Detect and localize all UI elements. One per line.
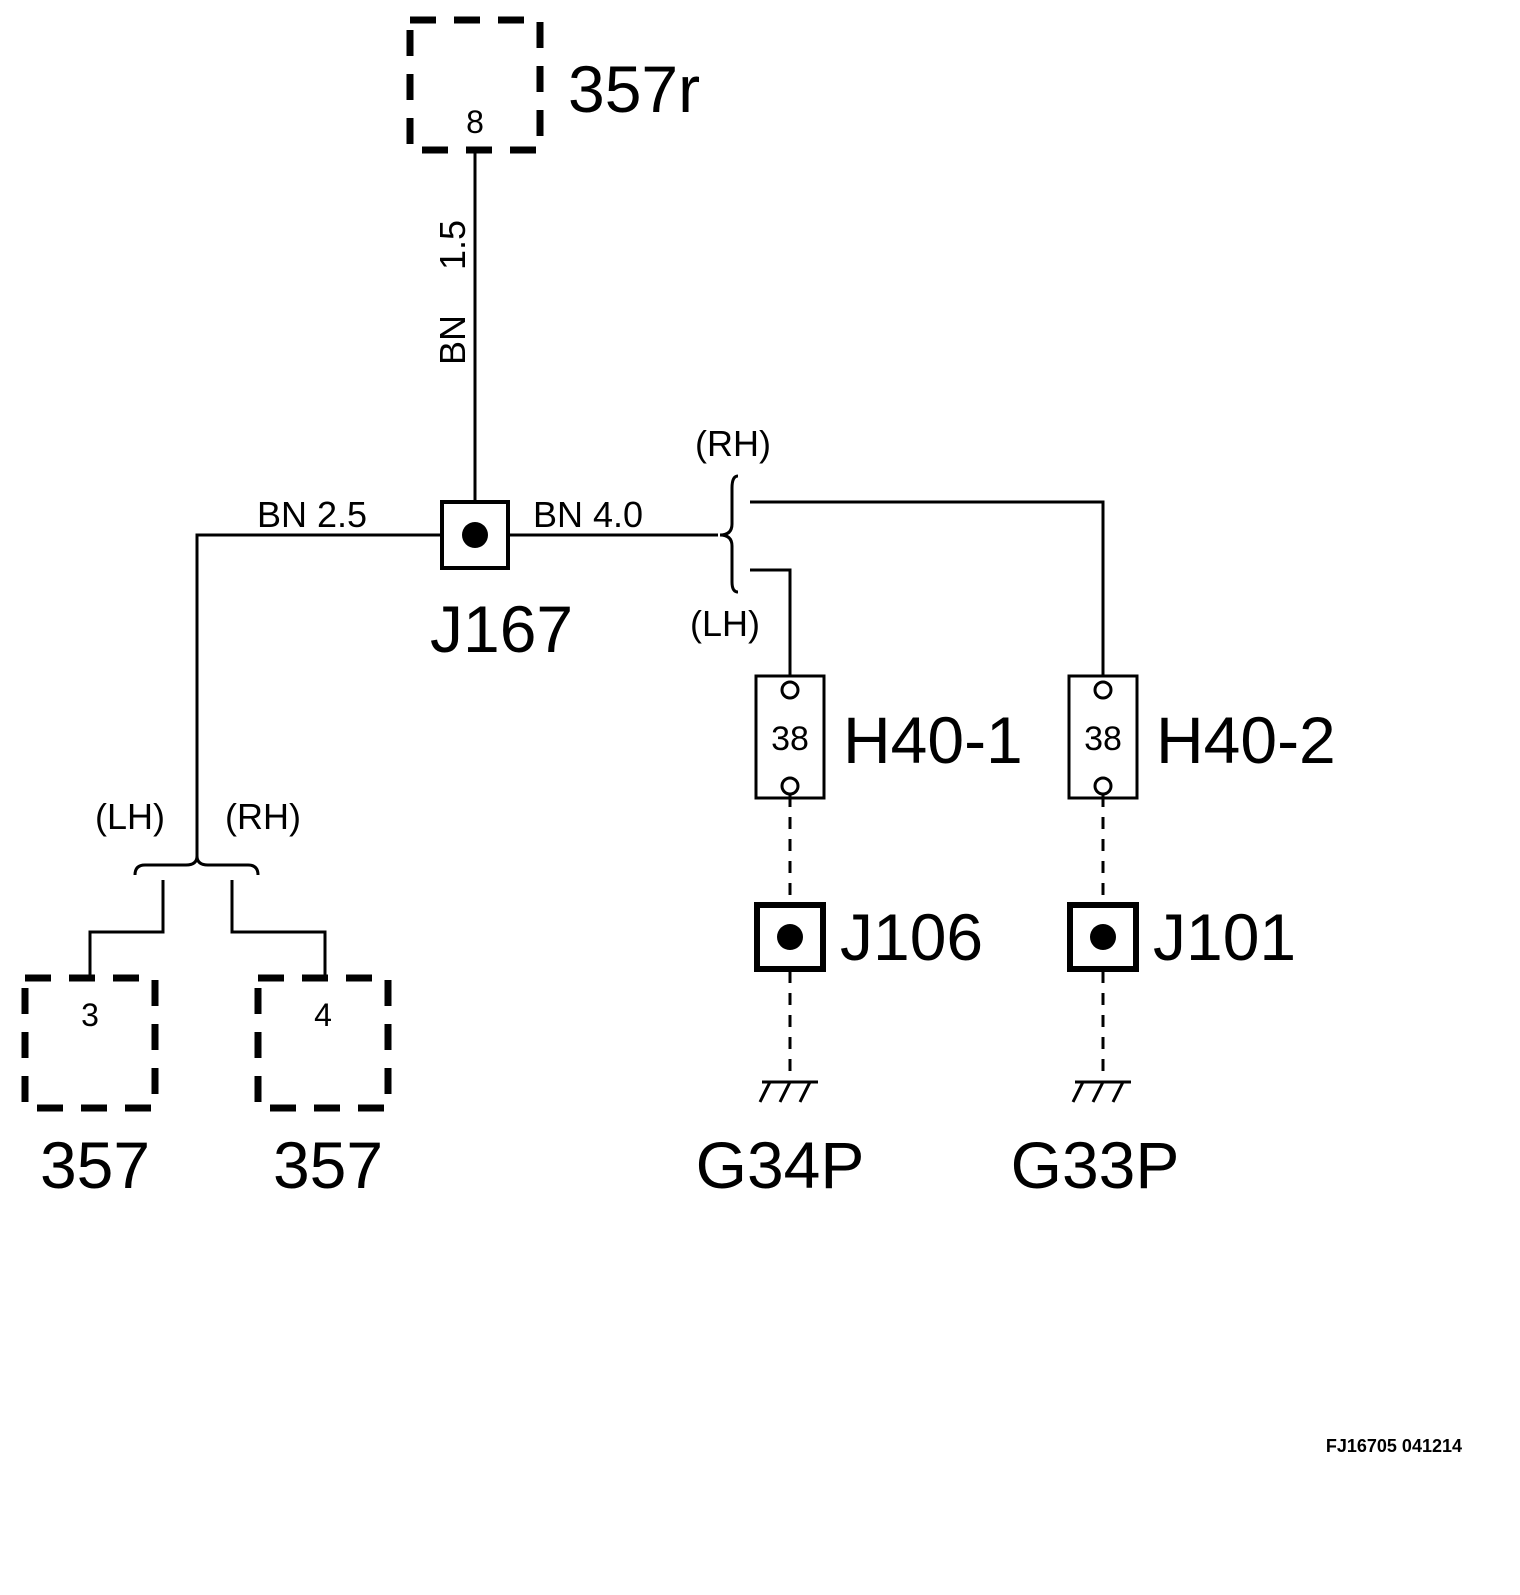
figure-id: FJ16705 041214 [1326, 1436, 1462, 1456]
ground-g34p-label: G34P [696, 1128, 865, 1202]
connector-357r-label: 357r [568, 52, 700, 126]
connector-357-pin4-label: 357 [273, 1128, 383, 1202]
variant-lower-rh: (RH) [225, 796, 301, 837]
wire-rh-branch [750, 500, 1105, 678]
h40-2-pin-top [1093, 680, 1113, 700]
connector-357-pin3-outline [21, 974, 159, 1112]
ground-splice-j101: J101 [1067, 900, 1296, 974]
wire-left [195, 533, 442, 858]
j106-box [754, 902, 826, 972]
connector-357-pin4-outline [254, 974, 392, 1112]
h40-2-label: H40-2 [1156, 703, 1336, 777]
connector-357r-pin: 8 [466, 104, 484, 140]
ground-g34p: G34P [696, 1080, 865, 1202]
inline-connector-h40-1: 38 H40-1 [754, 674, 1023, 800]
variant-upper-lh: (LH) [690, 603, 760, 644]
ground-g34p-icon [758, 1080, 818, 1103]
h40-2-pin-bottom [1093, 776, 1113, 796]
wire-right-label: BN 4.0 [533, 494, 643, 535]
splice-j167-label: J167 [430, 592, 573, 666]
wire-lh-branch [750, 568, 792, 678]
inline-connector-h40-2: 38 H40-2 [1067, 674, 1336, 800]
ground-g33p-label: G33P [1011, 1128, 1180, 1202]
wire-rh-to-357-pin4 [230, 880, 327, 978]
ground-g33p-icon [1071, 1080, 1131, 1103]
h40-1-pin-bottom [780, 776, 800, 796]
connector-357-pin3-pin: 3 [81, 997, 99, 1033]
h40-1-pin-top [780, 680, 800, 700]
j106-dot [777, 924, 803, 950]
splice-j167: J167 [430, 500, 573, 666]
wire-vertical-color: BN [432, 315, 473, 365]
variant-lower-lh: (LH) [95, 796, 165, 837]
connector-357r: 8 357r [406, 16, 700, 154]
connector-357-pin4-pin: 4 [314, 997, 332, 1033]
connector-357-pin3-label: 357 [40, 1128, 150, 1202]
j101-dot [1090, 924, 1116, 950]
wire-vertical-size: 1.5 [432, 220, 473, 270]
connector-357-pin3: 3 357 [21, 974, 159, 1202]
wire-lh-to-357-pin3 [88, 880, 165, 978]
connector-357-pin4: 4 357 [254, 974, 392, 1202]
splice-j167-dot [462, 522, 488, 548]
wire-left-label: BN 2.5 [257, 494, 367, 535]
ground-g33p: G33P [1011, 1080, 1180, 1202]
brace-upper [719, 474, 739, 594]
variant-upper-rh: (RH) [695, 423, 771, 464]
j101-label: J101 [1153, 900, 1296, 974]
brace-lower [133, 855, 260, 876]
j106-label: J106 [840, 900, 983, 974]
ground-splice-j106: J106 [754, 900, 983, 974]
h40-2-pin: 38 [1084, 720, 1122, 758]
h40-1-label: H40-1 [843, 703, 1023, 777]
h40-1-pin: 38 [771, 720, 809, 758]
